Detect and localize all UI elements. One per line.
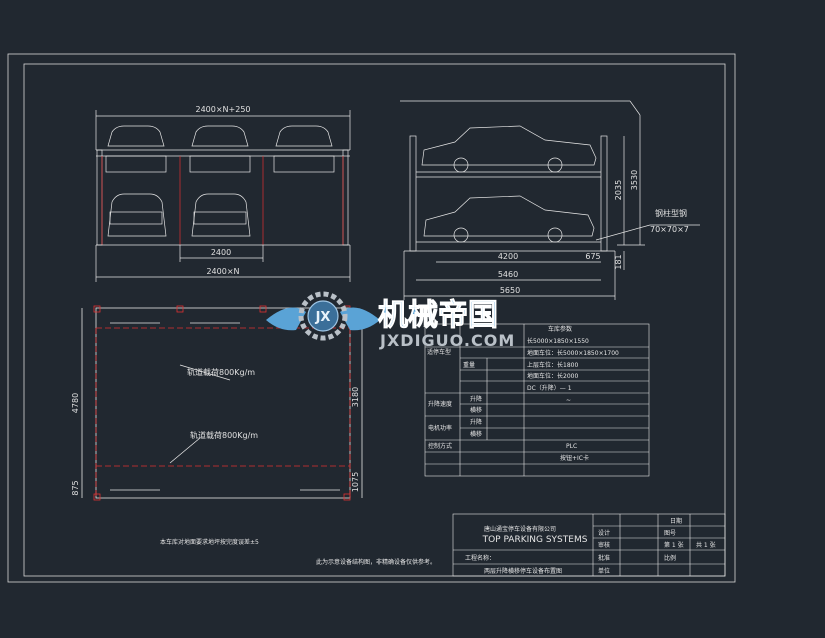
dim-4780: 4780	[71, 393, 80, 413]
watermark-site: JXDIGUO.COM	[379, 331, 515, 350]
project-label: 工程名称：	[465, 554, 495, 562]
dim-4200: 4200	[498, 252, 518, 261]
load-label-upper: 轨道载荷800Kg/m	[187, 367, 255, 377]
spec-row2: 地面车位：长5000×1850×1700	[527, 349, 619, 357]
spec-r3: 升降	[470, 418, 482, 426]
title-block	[452, 513, 726, 577]
spec-label-size: 适停车型	[427, 348, 451, 356]
steel-label: 钢柱型钢	[655, 208, 687, 218]
tb-sheet: 第 1 张	[664, 541, 684, 549]
dim-181: 181	[614, 254, 623, 269]
spec-r2: 横移	[470, 406, 482, 414]
spec-table	[424, 323, 650, 477]
spec-label-speed: 升降速度	[428, 400, 452, 408]
tb-date: 日期	[670, 517, 682, 525]
watermark-brand: 机械帝国	[378, 298, 498, 333]
tb-unit: 单位	[598, 567, 610, 575]
tb-design: 设计	[598, 529, 610, 537]
tb-scale: 比例	[664, 554, 676, 562]
dim-875: 875	[71, 480, 80, 495]
floor-note: 本车库对地面要求地坪按完度误差±5	[160, 538, 259, 546]
spec-row5: DC（升降）— 1	[527, 384, 572, 392]
load-label-lower: 轨道载荷800Kg/m	[190, 430, 258, 440]
spec-row1: 长5000×1850×1550	[527, 337, 589, 345]
spec-val-mode: 按钮+IC卡	[560, 454, 589, 462]
watermark-logo: JX	[266, 291, 380, 341]
spec-label-control: 控制方式	[428, 442, 452, 450]
outer-frame	[7, 53, 736, 583]
spec-r4: 横移	[470, 430, 482, 438]
dim-675: 675	[585, 252, 600, 261]
tb-check: 审核	[598, 541, 610, 549]
dim-overall-width: 2400×N+250	[195, 105, 250, 114]
dim-5650: 5650	[500, 286, 520, 295]
tb-approve: 批准	[598, 554, 610, 562]
company-name: 唐山通宝停车设备有限公司	[484, 525, 556, 533]
tb-total: 共 1 张	[696, 541, 716, 549]
dim-3180: 3180	[351, 387, 360, 407]
spec-label-weight: 重量	[463, 361, 475, 369]
dim-3530: 3530	[630, 170, 639, 190]
spec-header: 车库参数	[548, 325, 572, 333]
company-english: TOP PARKING SYSTEMS	[482, 535, 588, 545]
drawing-name: 两层升降横移停车设备布置图	[484, 567, 562, 575]
dim-2035: 2035	[614, 180, 623, 200]
side-view	[400, 100, 700, 300]
gear-icon	[298, 291, 348, 341]
front-view	[95, 110, 351, 282]
dim-bottom-width: 2400×N	[206, 267, 239, 276]
disclaimer-note: 此为示意设备结构图，非精确设备仅供参考。	[316, 558, 436, 566]
steel-size: 70×70×7	[650, 225, 689, 234]
dim-1075: 1075	[351, 472, 360, 492]
inner-frame	[23, 63, 726, 577]
logo-letters: JX	[315, 310, 331, 325]
spec-row3: 上层车位：长1800	[527, 361, 578, 369]
plan-view	[81, 305, 363, 501]
tb-drawing-no: 图号	[664, 530, 676, 537]
spec-r1: 升降	[470, 395, 482, 403]
dim-5460: 5460	[498, 270, 518, 279]
spec-row6: ~	[566, 397, 571, 404]
dim-middle-width: 2400	[211, 248, 231, 257]
spec-label-power: 电机功率	[428, 424, 452, 432]
spec-val-control: PLC	[566, 443, 577, 450]
spec-row4: 地面车位：长2000	[527, 372, 578, 380]
